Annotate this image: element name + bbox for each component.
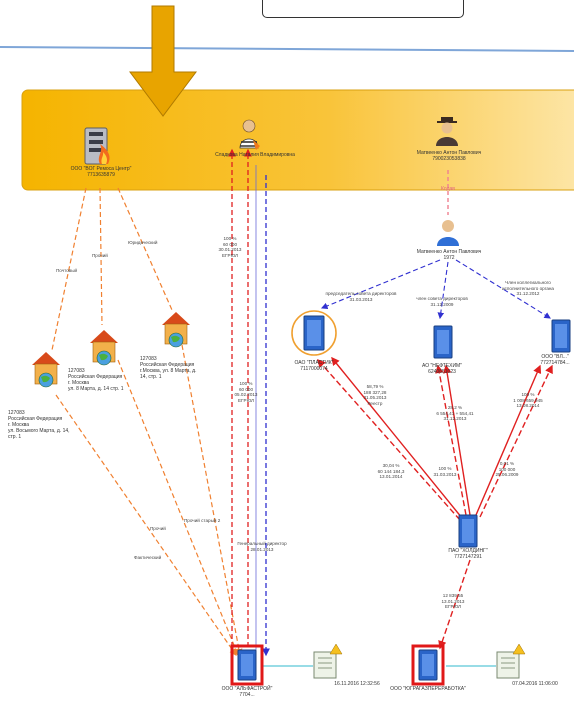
callout-box [262,0,464,18]
edge-addr2-to-alfa [117,359,240,657]
edge-addr3-to-alfa [181,344,243,657]
node-address-1[interactable] [32,352,60,388]
edge-company-to-addr-1 [51,187,87,351]
edge-company-to-addr-2 [99,187,103,326]
right-company-1-label: ОАО "ПЛАСТИК"7117000074 [294,360,334,372]
highlight-band [21,89,574,191]
node-address-2[interactable] [90,330,118,366]
node-bottom-company-2[interactable] [411,644,445,686]
edge-label-fact: Фактический [134,555,162,560]
center-edges [228,148,270,657]
node-bottom-company-1[interactable] [230,644,264,686]
role-edges [320,259,551,320]
edge-label-pochtovy: Почтовый [56,268,78,273]
right-company-3-label: ООО "ВЛ..."772714784... [540,354,570,366]
document-2-timestamp: 07.04.2016 11:06:00 [512,681,558,687]
edge-label-yuridichesky: Юридический [128,240,158,245]
top-rule [0,46,574,52]
node-right-company-2[interactable] [433,325,453,359]
right-edge-label-5: 100 %31.03.2013 [433,466,457,477]
holding-label: ПАО "ХОЛДИНГ"7727147291 [448,548,488,560]
edge-label-prochy: Прочий [92,253,108,258]
pink-edge-label: Кодав [441,186,455,192]
bottom-company-2-label: ООО "ЮГРАГАЗПЕРЕРАБОТКА" [390,686,466,692]
node-address-3[interactable] [162,312,190,348]
node-holding[interactable] [458,514,478,548]
company-1-label: ООО "ВОГ Ремоса Центр"7713635879 [70,166,132,178]
big-down-arrow-icon [129,5,197,117]
document-warning-icon[interactable] [313,643,343,679]
right-red-edges [317,356,553,650]
node-right-company-3[interactable] [551,319,571,353]
edge-addr1-to-alfa [55,394,237,656]
node-person-2[interactable] [436,117,458,146]
edge-company-to-addr-3 [117,187,173,311]
address-2-label: 127083 Российская Федерация г. Москва ул… [68,368,124,392]
edge-label-prochy-lower: Прочий [150,526,166,531]
document-warning-icon[interactable] [496,643,526,679]
node-company-1[interactable] [84,127,110,165]
address-1-label: 127083 Российская Федерация г. Москва ул… [8,410,70,440]
edge-label-prochy-stary: Прочий старый 2 [184,518,221,523]
document-1-timestamp: 16.11.2016 12:32:56 [334,681,380,687]
orange-edges [51,187,243,657]
node-person-1[interactable] [239,119,260,150]
right-company-2-label: АО "НЕФТЕХИМ"6240651023 [421,363,462,375]
node-right-company-1[interactable] [291,310,337,356]
person-1-label: Сладкова Наталия Владимировна [215,152,295,158]
address-3-label: 127083 Российская Федерация г.Москва, ул… [140,356,197,380]
node-person-center[interactable] [437,220,459,246]
bottom-company-1-label: ООО "АЛЬФАСТРОЙ"7704... [221,686,273,698]
